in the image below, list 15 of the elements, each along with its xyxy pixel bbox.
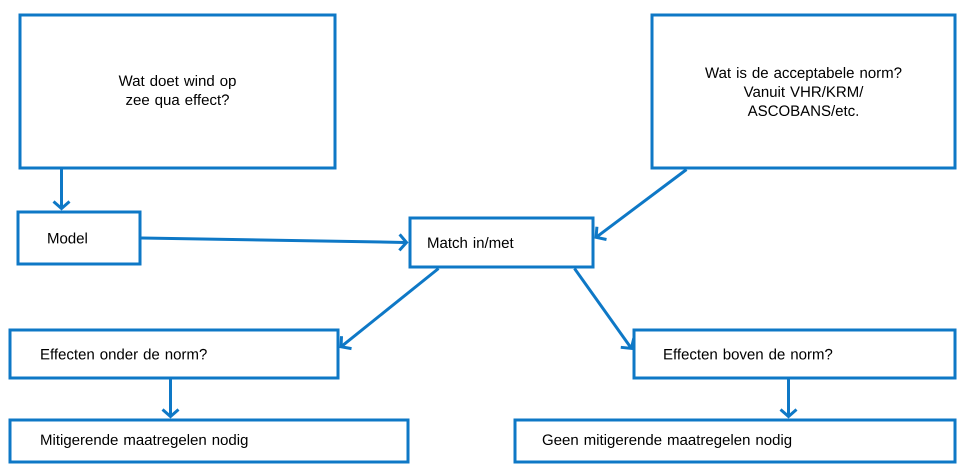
arrow (573, 268, 636, 350)
process-box: Model (16, 210, 142, 266)
arrow (594, 168, 688, 241)
process-box: Mitigerende maatregelen nodig (8, 418, 410, 464)
arrow (162, 380, 180, 418)
process-box: Effecten onder de norm? (8, 328, 340, 380)
arrow (141, 233, 408, 252)
process-box: Wat is de acceptabele norm? Vanuit VHR/KRM/ ASCOBANS/etc. (650, 14, 956, 170)
arrow (780, 380, 798, 418)
process-box: Wat doet wind op zee qua effect? (18, 14, 336, 170)
arrow (340, 267, 440, 350)
arrow (52, 170, 70, 210)
process-box: Effecten boven de norm? (632, 328, 956, 380)
process-box: Match in/met (408, 216, 594, 268)
process-box: Geen mitigerende maatregelen nodig (514, 418, 956, 464)
